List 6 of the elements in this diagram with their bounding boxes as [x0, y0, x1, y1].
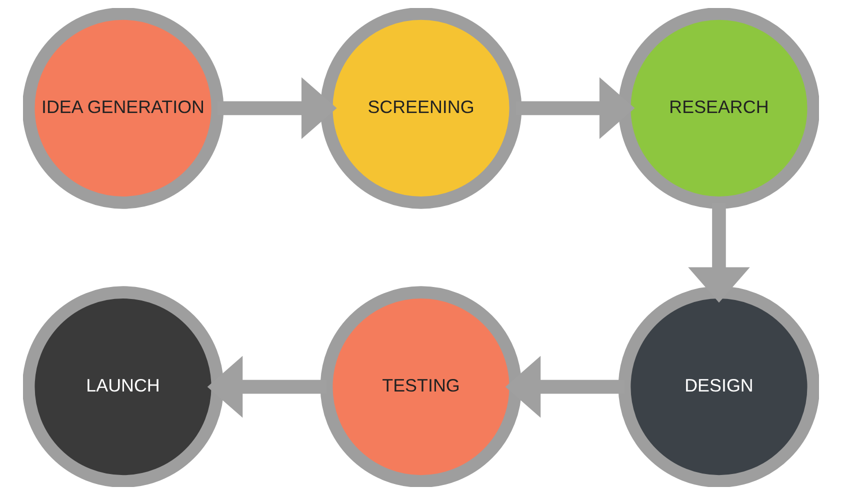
node-circle: RESEARCH — [618, 8, 818, 209]
node-circle: IDEA GENERATION — [22, 8, 224, 209]
node-circle: LAUNCH — [22, 286, 224, 487]
node-circle: DESIGN — [618, 286, 818, 487]
node-circle: SCREENING — [320, 8, 522, 209]
node-circle: TESTING — [320, 286, 522, 487]
